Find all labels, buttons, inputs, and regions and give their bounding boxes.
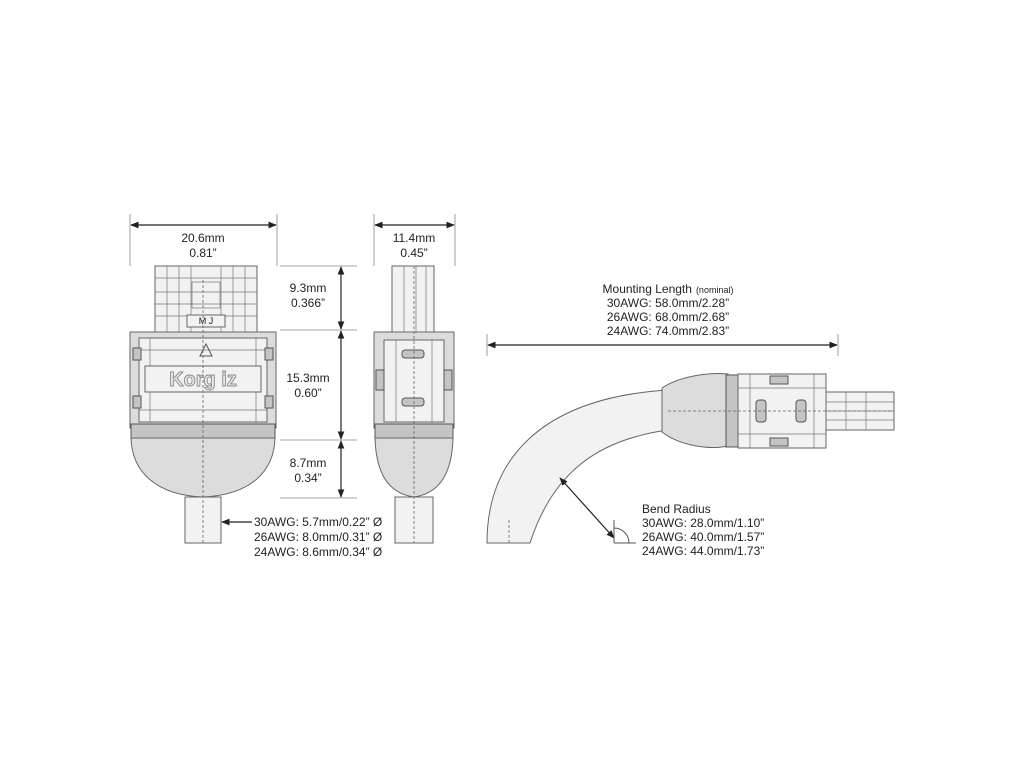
side-width-dimension: 11.4mm 0.45” — [373, 214, 456, 266]
angle-symbol-icon — [613, 520, 636, 544]
mounting-length-24awg: 24AWG: 74.0mm/2.83” — [607, 324, 729, 338]
front-width-in: 0.81” — [189, 246, 216, 260]
side-latch-block — [391, 265, 435, 339]
front-view: M J Korg iz — [129, 265, 277, 544]
height3-mm: 8.7mm — [290, 456, 327, 470]
side-width-mm: 11.4mm — [393, 231, 435, 245]
bend-radius-title: Bend Radius — [642, 502, 711, 516]
mounting-length-title: Mounting Length — [603, 282, 692, 296]
bent-housing — [737, 373, 827, 449]
bent-band — [725, 374, 739, 448]
bent-boot — [661, 373, 729, 448]
side-width-in: 0.45” — [400, 246, 427, 260]
side-clip-left — [375, 369, 385, 391]
cable-diameter-26awg: 26AWG: 8.0mm/0.31” Ø — [254, 530, 382, 544]
cable-diameter-callout: 30AWG: 5.7mm/0.22” Ø 26AWG: 8.0mm/0.31” … — [221, 515, 382, 559]
latch-label: M J — [199, 316, 214, 326]
mounting-length-dimension: Mounting Length (nominal) 30AWG: 58.0mm/2… — [486, 282, 839, 356]
side-view — [373, 265, 455, 544]
height2-mm: 15.3mm — [286, 371, 329, 385]
mounting-length-heading: Mounting Length (nominal) — [603, 282, 734, 296]
side-clip-right — [443, 369, 453, 391]
mounting-length-30awg: 30AWG: 58.0mm/2.28” — [607, 296, 729, 310]
front-clip-left-bottom — [132, 395, 142, 409]
height2-in: 0.60” — [294, 386, 321, 400]
height1-mm: 9.3mm — [290, 281, 327, 295]
cable-diameter-24awg: 24AWG: 8.6mm/0.34” Ø — [254, 545, 382, 559]
side-slot-top — [401, 349, 425, 359]
cable-diameter-30awg: 30AWG: 5.7mm/0.22” Ø — [254, 515, 382, 529]
bent-cable — [486, 389, 669, 544]
bent-clip-bottom — [769, 437, 789, 447]
height1-in: 0.366” — [291, 296, 325, 310]
front-width-dimension: 20.6mm 0.81” — [129, 214, 278, 266]
height-dimensions: 9.3mm 0.366” 15.3mm 0.60” 8.7mm 0.34” — [280, 265, 357, 499]
bend-radius-26awg: 26AWG: 40.0mm/1.57” — [642, 530, 764, 544]
side-slot-bottom — [401, 397, 425, 407]
front-clip-left-top — [132, 347, 142, 361]
mounting-length-qualifier: (nominal) — [696, 285, 734, 295]
front-latch-tab — [186, 314, 226, 328]
mounting-length-26awg: 26AWG: 68.0mm/2.68” — [607, 310, 729, 324]
bent-clip-top — [769, 375, 789, 385]
front-clip-right-top — [264, 347, 274, 361]
bend-radius-callout: Bend Radius 30AWG: 28.0mm/1.10” 26AWG: 4… — [559, 477, 764, 558]
bent-cable-view — [486, 373, 895, 544]
bend-radius-30awg: 30AWG: 28.0mm/1.10” — [642, 516, 764, 530]
height3-in: 0.34” — [294, 471, 321, 485]
front-clip-right-bottom — [264, 395, 274, 409]
bend-radius-24awg: 24AWG: 44.0mm/1.73” — [642, 544, 764, 558]
front-width-mm: 20.6mm — [181, 231, 224, 245]
